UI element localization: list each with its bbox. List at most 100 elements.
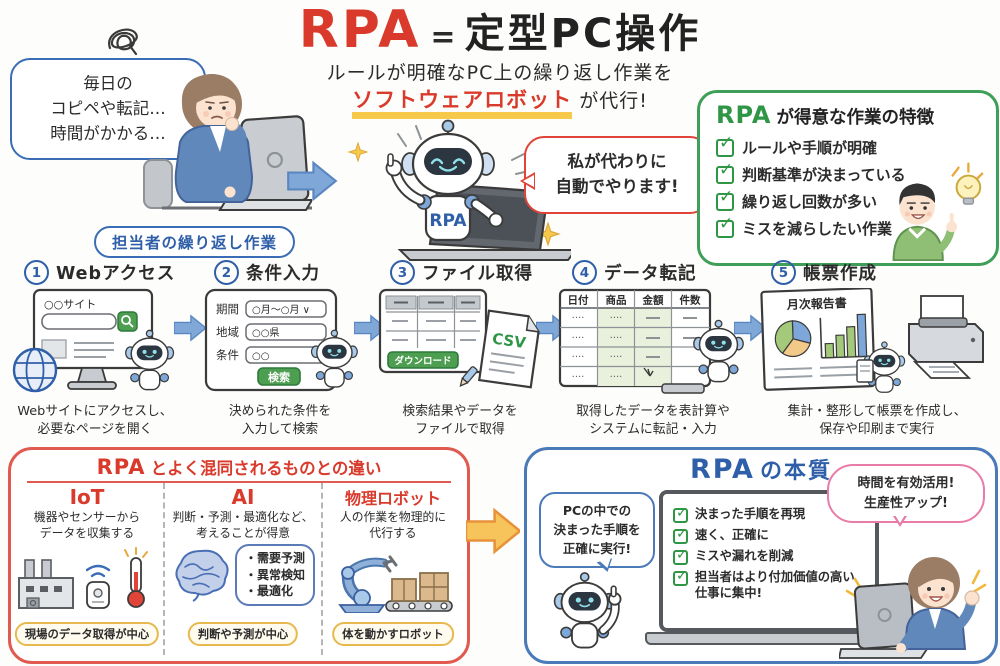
- step-number-badge: 4: [572, 260, 597, 285]
- essence-title: RPA の本質: [527, 450, 995, 485]
- checkbox-icon: [716, 214, 734, 238]
- step-caption: 集計・整形して帳票を作成し、 保存や印刷まで実行: [757, 403, 997, 439]
- table-header: 商品: [606, 294, 627, 307]
- robot-arm-icon: [338, 555, 453, 613]
- checkbox-icon: [716, 187, 734, 211]
- checkbox-icon: [673, 546, 688, 565]
- column-name: AI: [231, 485, 255, 509]
- desc-line: 人の作業を物理的に: [339, 510, 447, 524]
- comparison-title: RPA とよく混同されるものとの違い: [27, 450, 451, 483]
- form-value: ○月〜○月 ∨: [252, 304, 310, 316]
- robot-speech-bubble: 私が代わりに 自動でやります!: [520, 136, 710, 214]
- essence-panel: RPA の本質 PCの中での 決まった手順を 正確に実行! 決まった手順を再現: [524, 447, 998, 664]
- rpa-robot-illustration: RPA: [348, 119, 571, 261]
- search-button: [117, 311, 138, 332]
- cell-dots: ····: [572, 333, 585, 344]
- desc-line: 代行する: [369, 525, 417, 540]
- step-header: 3 ファイル取得: [390, 260, 544, 285]
- column-tag: 判断や予測が中心: [187, 622, 299, 646]
- step-number-badge: 2: [214, 260, 239, 285]
- file-download-illustration: ダウンロード CSV: [378, 288, 540, 389]
- checkbox-icon: [673, 567, 688, 586]
- ai-example: ・最適化: [244, 584, 293, 599]
- form-label: 地域: [216, 325, 239, 339]
- essence-item-label: 決まった手順を再現: [695, 507, 806, 521]
- column-desc: 判断・予測・最適化など、 考えることが得意: [165, 510, 321, 542]
- checkbox-icon: [673, 525, 688, 544]
- page-header: RPA = 定型PC操作 ルールが明確なPC上の繰り返し作業を ソフトウェアロボ…: [250, 1, 750, 120]
- column-desc: 機器やセンサーから データを収集する: [11, 510, 163, 542]
- step-title: 条件入力: [246, 264, 320, 284]
- essence-robot-bubble: PCの中での 決まった手順を 正確に実行!: [539, 492, 655, 569]
- software-robot-highlight: ソフトウェアロボット: [352, 88, 573, 120]
- form-value: ○○: [252, 351, 269, 362]
- checklist-item-label: ミスを減らしたい作業: [742, 220, 893, 238]
- search-submit-button: 検索: [257, 367, 301, 386]
- robot-chest-label: RPA: [429, 211, 467, 231]
- cell-dots: ····: [572, 372, 585, 383]
- caption-line: 入力して検索: [241, 421, 319, 437]
- caption-line: 決められた条件を: [228, 404, 332, 419]
- robot-bubble-line: 私が代わりに: [567, 152, 667, 171]
- table-header: 金額: [642, 294, 664, 307]
- cloud-line: 時間を有効活用!: [857, 476, 955, 491]
- form-label: 条件: [216, 348, 239, 362]
- caption-line: 取得したデータを表計算や: [576, 404, 730, 419]
- step-title: ファイル取得: [422, 264, 533, 284]
- step-title: Webアクセス: [56, 264, 176, 284]
- bubble-line: PCの中での: [562, 503, 632, 518]
- cell-dots: ····: [572, 313, 585, 324]
- strengths-title-accent: RPA: [716, 101, 772, 129]
- caption-line: 集計・整形して帳票を作成し、: [787, 404, 967, 419]
- checklist-item-label: ルールや手順が明確: [742, 139, 878, 157]
- step-5: 5 帳票作成 月次報告書: [757, 260, 997, 439]
- column-name: 物理ロボット: [344, 489, 441, 508]
- caption-line: 検索結果やデータを: [402, 404, 518, 419]
- pencil-icon: [459, 366, 478, 387]
- column-iot: IoT 機器やセンサーから データを収集する: [11, 483, 165, 655]
- checklist-item-label: 繰り返し回数が多い: [742, 193, 878, 211]
- main-title: RPA = 定型PC操作: [250, 1, 750, 59]
- strengths-panel: RPA が得意な作業の特徴 ルールや手順が明確 判断基準が決まっている 繰り返し…: [697, 90, 999, 266]
- step-caption: 取得したデータを表計算や システムに転記・入力: [558, 403, 748, 439]
- subtitle-line1: ルールが明確なPC上の繰り返し作業を: [326, 62, 674, 85]
- comparison-to-essence-arrow-icon: [466, 509, 520, 553]
- subtitle-line2-rest: が代行!: [579, 90, 648, 113]
- caption-line: システムに転記・入力: [589, 421, 717, 437]
- title-rest: 定型PC操作: [464, 11, 702, 57]
- column-tag: 現場のデータ取得が中心: [14, 622, 160, 646]
- download-button-label: ダウンロード: [394, 355, 451, 367]
- lightbulb-icon: [951, 162, 984, 205]
- column-physical-robot: 物理ロボット 人の作業を物理的に 代行する: [323, 483, 463, 655]
- factory-icon: [18, 559, 74, 609]
- checklist-item: ルールや手順が明確: [716, 133, 996, 158]
- bubble-line: 決まった手順を: [553, 521, 641, 537]
- step-header: 4 データ転記: [572, 260, 748, 285]
- essence-item-label: 速く、正確に: [695, 528, 769, 542]
- desc-line: 機器やセンサーから: [33, 510, 141, 524]
- caption-line: 保存や印刷まで実行: [819, 421, 935, 437]
- checkbox-icon: [716, 133, 734, 157]
- step-caption: Webサイトにアクセスし、 必要なページを開く: [10, 403, 180, 439]
- caption-line: 必要なページを開く: [37, 421, 153, 437]
- caption-line: ファイルで取得: [415, 421, 505, 437]
- column-desc: 人の作業を物理的に 代行する: [323, 510, 463, 542]
- keyboard-icon: [661, 383, 705, 394]
- spreadsheet-icon: 日付 商品 金額 件数 ···· ···· ···· ···· ···· ···…: [558, 288, 744, 394]
- essence-item-label: ミスや漏れを削減: [695, 549, 794, 563]
- csv-label: CSV: [491, 330, 527, 353]
- thermometer-icon: [124, 546, 148, 608]
- step-number-badge: 3: [390, 260, 415, 285]
- cell-dots: ····: [610, 352, 623, 363]
- step-caption: 検索結果やデータを ファイルで取得: [376, 403, 544, 439]
- checklist-item-label: 判断基準が決まっている: [742, 166, 906, 184]
- column-tag: 体を動かすロボット: [332, 622, 454, 646]
- essence-checklist-item: 決まった手順を再現: [673, 504, 865, 523]
- productivity-cloud-bubble: 時間を有効活用! 生産性アップ!: [827, 464, 985, 527]
- checklist-item: ミスを減らしたい作業: [716, 214, 996, 239]
- bubble-line: 正確に実行!: [562, 540, 632, 556]
- essence-item-label: 担当者はより付加価値の高い仕事に集中!: [695, 570, 855, 600]
- essence-title-rest: の本質: [760, 459, 833, 484]
- subtitle-line2: ソフトウェアロボット が代行!: [250, 88, 750, 120]
- essence-checklist-item: 担当者はより付加価値の高い仕事に集中!: [673, 567, 865, 602]
